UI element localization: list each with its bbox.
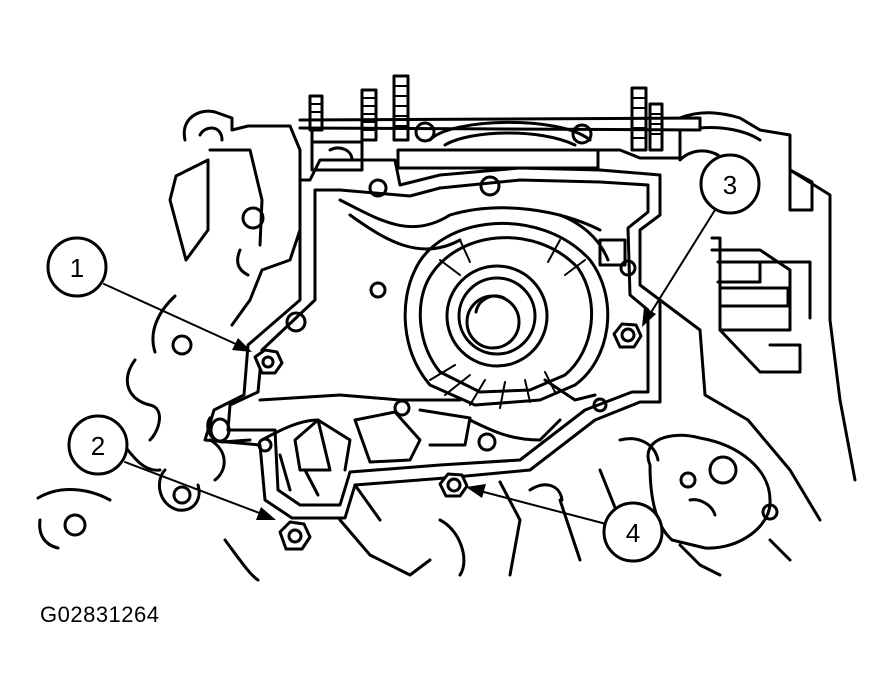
callout-4: 4 bbox=[602, 501, 664, 563]
callout-2-label: 2 bbox=[91, 431, 105, 461]
callout-1: 1 bbox=[46, 236, 108, 298]
head-studs bbox=[308, 74, 664, 152]
callout-3: 3 bbox=[699, 153, 761, 215]
callout-1-label: 1 bbox=[70, 253, 84, 283]
callout-2: 2 bbox=[67, 414, 129, 476]
bolt-2 bbox=[278, 520, 312, 551]
engine-block-right bbox=[658, 236, 857, 522]
callout-4-label: 4 bbox=[626, 518, 640, 548]
lower-crankcase bbox=[338, 433, 792, 577]
callout-leaders bbox=[103, 209, 716, 526]
callout-3-label: 3 bbox=[723, 170, 737, 200]
cylinder-head bbox=[298, 111, 832, 322]
bolt-3 bbox=[612, 322, 643, 349]
bolt-1 bbox=[253, 348, 284, 375]
figure-code: G02831264 bbox=[40, 602, 160, 627]
oil-pump-front-cover bbox=[203, 158, 662, 520]
bolt-4 bbox=[438, 472, 469, 498]
